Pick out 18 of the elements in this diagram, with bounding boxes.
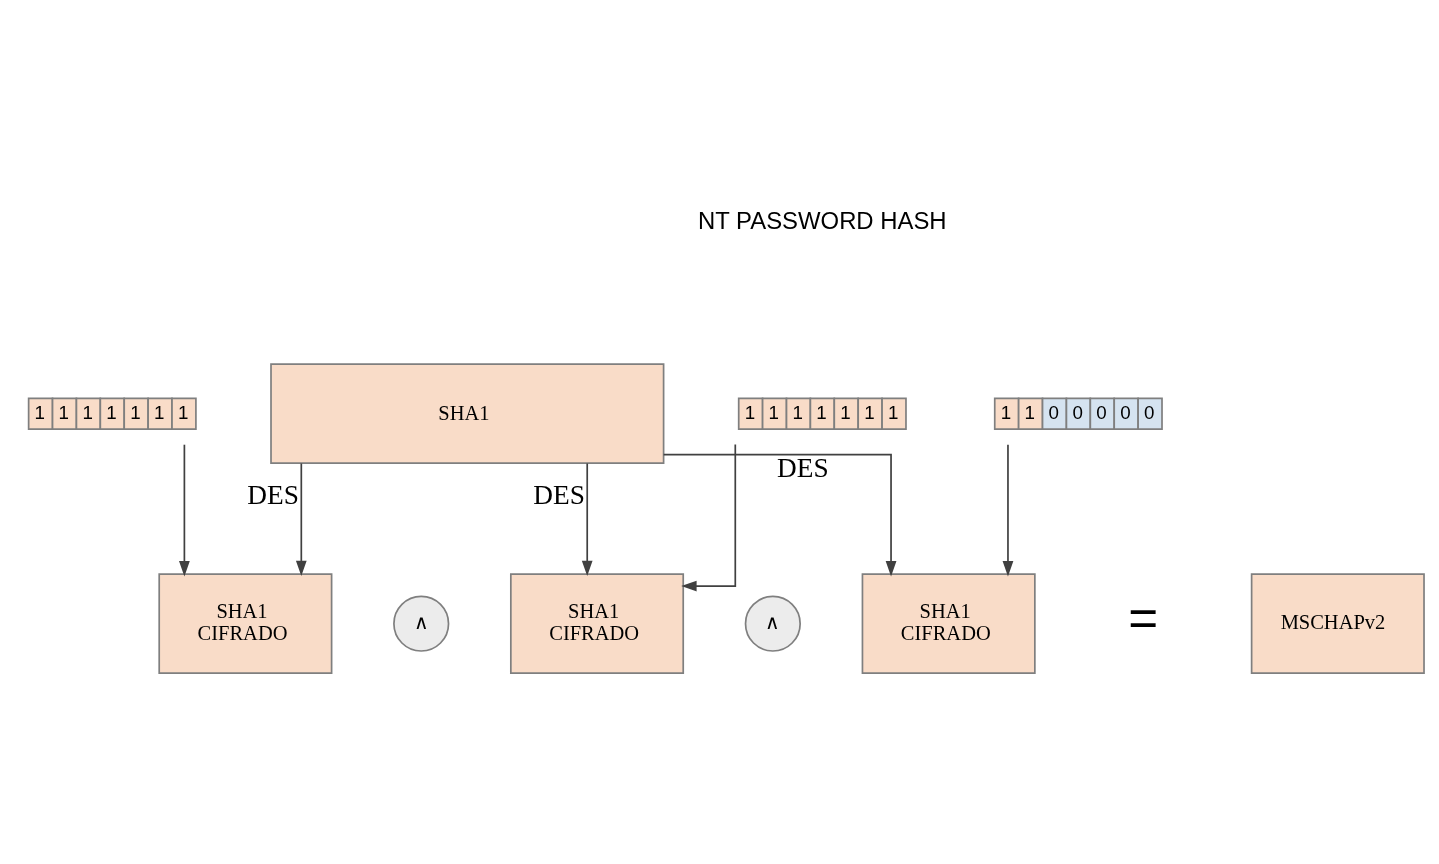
node-box: SHA1 CIFRADO xyxy=(861,572,1036,674)
node-box: SHA1 CIFRADO xyxy=(509,572,685,674)
edge-label: DES xyxy=(777,452,829,483)
node-box: MSCHAPv2 xyxy=(1250,572,1425,674)
label: NT PASSWORD HASH xyxy=(698,206,947,234)
arrow xyxy=(295,462,307,576)
node-box: SHA1 CIFRADO xyxy=(158,572,333,674)
arrow xyxy=(681,443,737,591)
node-box: SHA1 xyxy=(270,362,665,464)
node-circle: ∧ xyxy=(393,595,450,652)
node-circle: ∧ xyxy=(744,595,801,652)
arrow xyxy=(581,462,593,576)
edge-label: DES xyxy=(533,479,585,510)
arrow xyxy=(1002,443,1014,576)
arrow xyxy=(179,443,190,576)
arrow xyxy=(662,453,897,576)
edge-label: DES xyxy=(247,479,299,510)
label: = xyxy=(1128,589,1159,647)
